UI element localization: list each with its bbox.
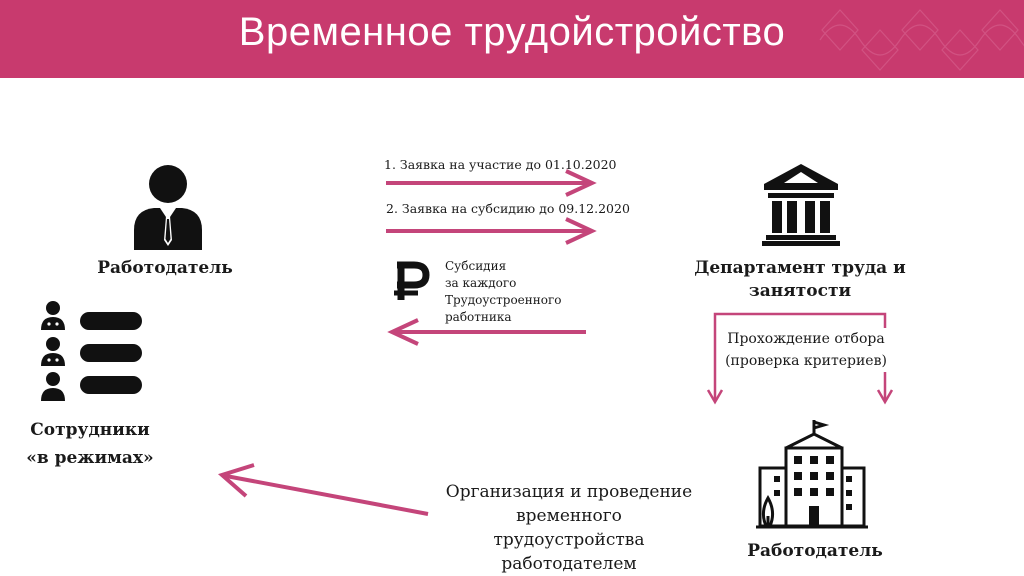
selection-line-2: (проверка критериев): [725, 353, 887, 369]
department-label-line2: занятости: [748, 281, 852, 301]
employees-label-line2: «в режимах»: [26, 448, 154, 468]
ruble-icon: [394, 261, 430, 300]
businessman-icon: [134, 165, 202, 250]
subsidy-line-2: за каждого: [445, 276, 517, 290]
organization-text: Организация и проведение временного труд…: [430, 480, 708, 576]
organization-line-4: работодателем: [501, 554, 637, 574]
employees-label-line1: Сотрудники: [30, 420, 150, 440]
header-banner: Временное трудойстройство: [0, 0, 1024, 78]
selection-line-1: Прохождение отбора: [727, 331, 885, 347]
request-participation-text: 1. Заявка на участие до 01.10.2020: [384, 157, 617, 172]
organization-line-1: Организация и проведение: [445, 482, 693, 502]
organization-line-2: временного: [516, 506, 622, 526]
department-label-line1: Департамент труда и: [694, 258, 906, 278]
employer-label-top: Работодатель: [97, 258, 233, 278]
organization-arrow: [217, 463, 429, 516]
government-building-icon: [762, 164, 840, 246]
request-subsidy-text: 2. Заявка на субсидию до 09.12.2020: [386, 201, 630, 216]
subsidy-arrow: [387, 318, 586, 346]
request-participation-arrow: [386, 169, 597, 197]
page-title: Временное трудойстройство: [238, 10, 786, 54]
selection-text: Прохождение отбора (проверка критериев): [718, 328, 894, 372]
organization-line-3: трудоустройства: [493, 530, 645, 550]
employees-list-icon: [41, 301, 142, 401]
employer-label-bottom: Работодатель: [747, 541, 883, 561]
header-pattern: [819, 9, 1024, 71]
request-subsidy-arrow: [386, 217, 597, 245]
subsidy-line-4: работника: [445, 310, 512, 324]
subsidy-line-1: Субсидия: [445, 259, 507, 273]
subsidy-line-3: Трудоустроенного: [445, 293, 562, 307]
office-building-icon: [756, 420, 868, 529]
subsidy-text: Субсидия за каждого Трудоустроенного раб…: [445, 258, 562, 326]
